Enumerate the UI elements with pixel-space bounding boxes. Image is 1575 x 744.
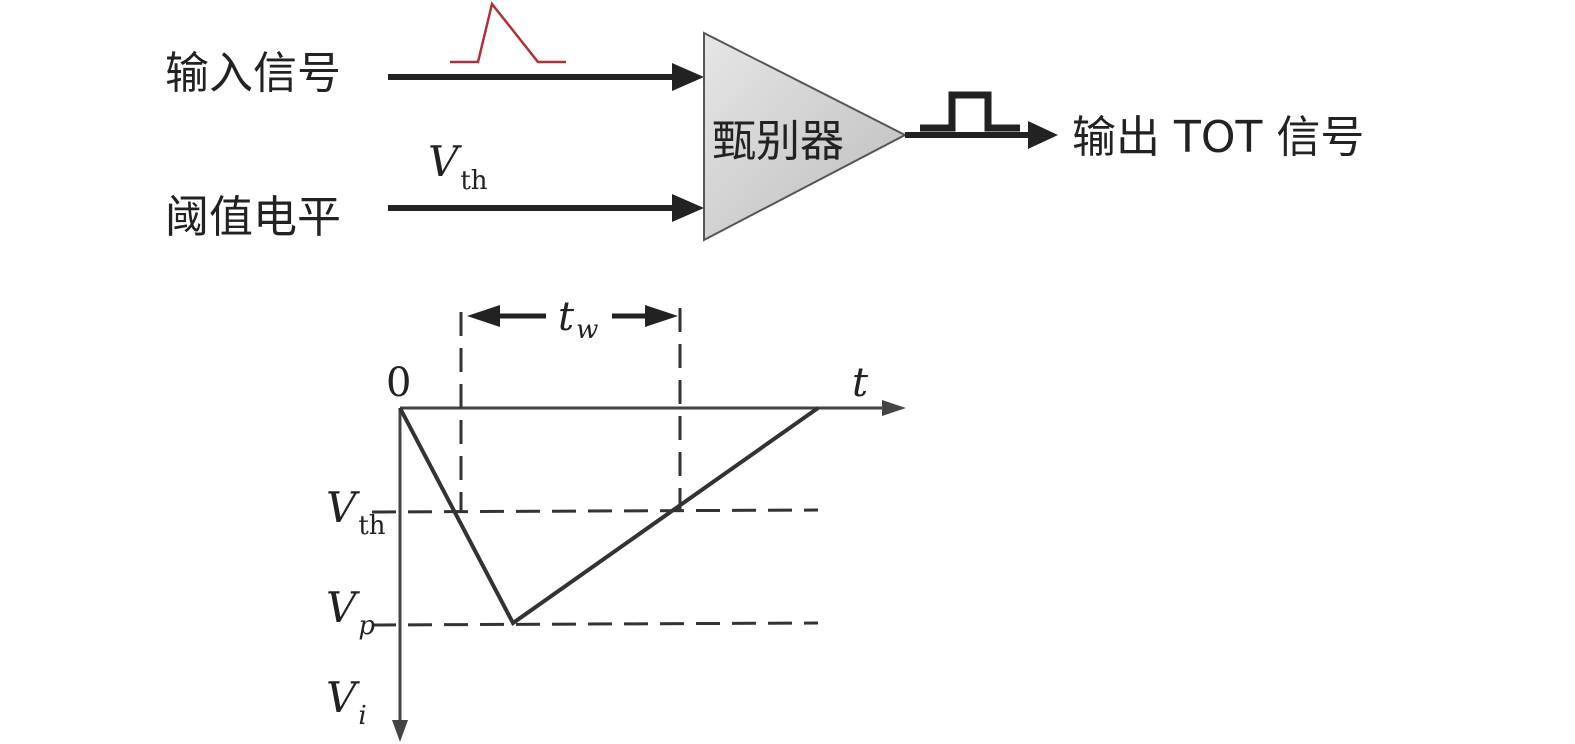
vth-dashed-line [371, 508, 819, 514]
pulse-width-arrowhead-left [467, 305, 500, 327]
threshold-arrowhead [672, 194, 704, 222]
vth-label: Vth [326, 483, 386, 541]
voltage-axis-arrowhead [392, 720, 408, 742]
output-tot-signal-label: 输出 TOT 信号 [1072, 112, 1364, 163]
time-axis-arrowhead [882, 400, 906, 416]
output-tot-pulse [920, 91, 1020, 132]
input-pulse-waveform [450, 1, 566, 64]
pulse-width-label: tw [558, 294, 598, 345]
vp-label: Vp [326, 583, 375, 641]
input-signal-arrowhead [672, 63, 704, 91]
threshold-symbol: Vth [428, 137, 488, 196]
origin-label: 0 [386, 360, 411, 406]
time-axis-label: t [852, 360, 869, 406]
vp-dashed-line [371, 621, 819, 627]
discriminator-label: 甄别器 [712, 116, 844, 167]
signal-waveform [398, 406, 820, 626]
input-signal-label: 输入信号 [165, 48, 341, 99]
output-arrowhead [1028, 121, 1058, 149]
pulse-width-arrowhead-right [645, 305, 678, 327]
threshold-level-label: 阈值电平 [165, 192, 341, 243]
discriminator-triangle [703, 31, 908, 242]
vi-label: Vi [326, 673, 367, 731]
